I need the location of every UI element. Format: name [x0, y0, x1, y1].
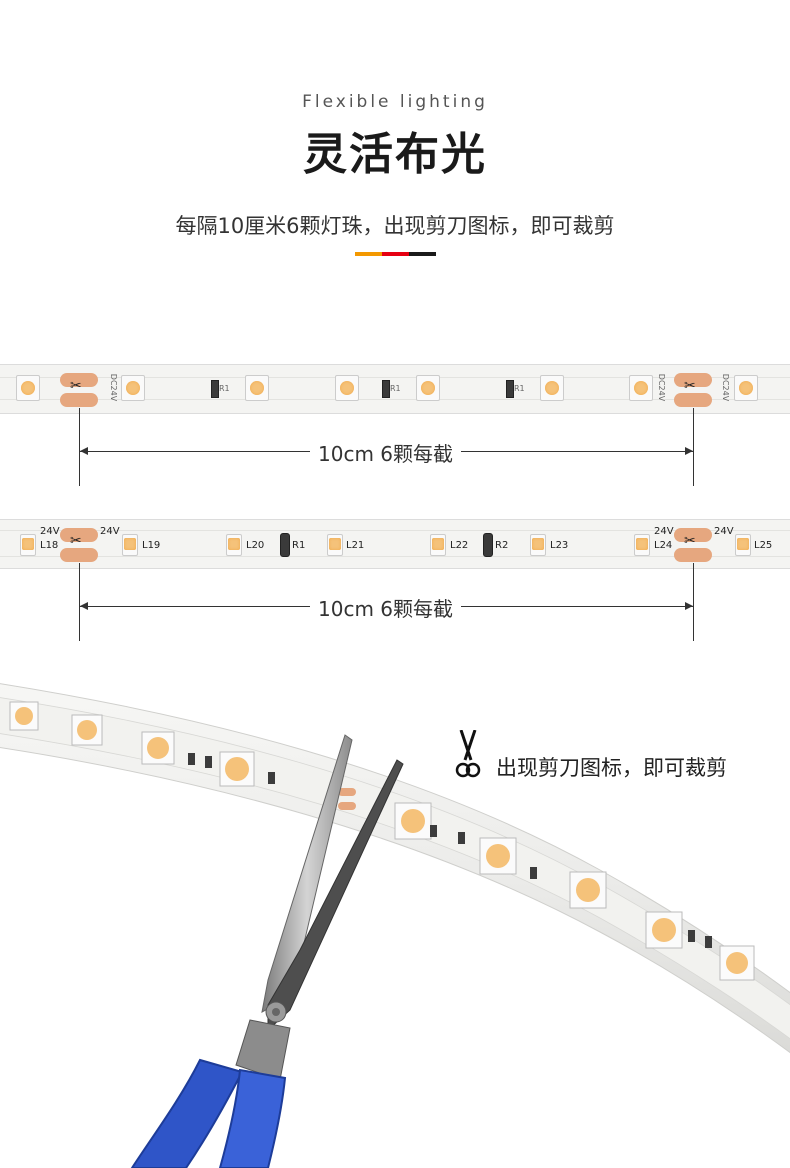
dimension-tick — [79, 563, 80, 641]
led-chip — [122, 534, 138, 556]
dimension-tick — [693, 408, 694, 486]
arrow-left-icon — [80, 447, 88, 455]
scissors-icon: ✂ — [684, 533, 696, 549]
led-chip — [734, 375, 758, 401]
scissors-icon: ✂ — [70, 378, 82, 394]
led-chip — [20, 534, 36, 556]
voltage-label: DC24V — [657, 373, 667, 402]
resistor — [211, 380, 219, 398]
led-chip — [430, 534, 446, 556]
led-label: L18 — [40, 540, 59, 551]
arrow-left-icon — [80, 602, 88, 610]
dimension-label: 10cm 6颗每截 — [310, 438, 462, 467]
voltage-label: 24V — [714, 526, 734, 537]
cut-pad — [60, 528, 98, 542]
accent-bar-black — [409, 252, 436, 256]
led-chip — [540, 375, 564, 401]
led-chip — [634, 534, 650, 556]
voltage-label: 24V — [654, 526, 674, 537]
led-chip — [16, 375, 40, 401]
led-label: L19 — [142, 540, 161, 551]
led-chip — [245, 375, 269, 401]
led-label: L25 — [754, 540, 773, 551]
led-strip-2: 24V L18 ✂ 24V L19 L20 R1 L21 L22 R2 L23 … — [0, 519, 790, 569]
led-chip — [735, 534, 751, 556]
led-chip — [121, 375, 145, 401]
accent-bar-red — [382, 252, 409, 256]
voltage-label: 24V — [40, 526, 60, 537]
cut-pad — [60, 548, 98, 562]
led-chip — [416, 375, 440, 401]
resistor — [280, 533, 290, 557]
led-label: L21 — [346, 540, 365, 551]
resistor-label: R1 — [219, 384, 230, 393]
led-chip — [530, 534, 546, 556]
led-strip-1: ✂ DC24V R1 R1 R1 DC24V ✂ DC24V — [0, 364, 790, 414]
page-title: 灵活布光 — [303, 129, 487, 180]
dimension-tick — [693, 563, 694, 641]
scissor-handle — [218, 1068, 287, 1168]
led-chip — [226, 534, 242, 556]
scissors-icon — [455, 730, 481, 778]
voltage-label: DC24V — [721, 373, 731, 402]
strip-cutting-photo — [0, 683, 790, 1168]
resistor-label: R1 — [292, 540, 306, 551]
accent-bar-orange — [355, 252, 382, 256]
resistors — [188, 753, 712, 948]
cut-pad — [674, 528, 712, 542]
cut-pad — [674, 373, 712, 387]
resistor — [382, 380, 390, 398]
led-label: L23 — [550, 540, 569, 551]
resistor-label: R1 — [390, 384, 401, 393]
cut-pad — [674, 548, 712, 562]
led-chip — [327, 534, 343, 556]
subtitle: 每隔10厘米6颗灯珠，出现剪刀图标，即可裁剪 — [175, 214, 615, 238]
english-title: Flexible lighting — [302, 92, 488, 112]
dimension-label: 10cm 6颗每截 — [310, 593, 462, 622]
cut-pad — [338, 788, 356, 796]
arrow-right-icon — [685, 447, 693, 455]
cut-label: 出现剪刀图标，即可裁剪 — [496, 756, 727, 780]
resistor — [506, 380, 514, 398]
scissor-handle — [130, 1058, 244, 1168]
arrow-right-icon — [685, 602, 693, 610]
led-label: L22 — [450, 540, 469, 551]
resistor-label: R1 — [514, 384, 525, 393]
cut-pad — [338, 802, 356, 810]
led-chip — [629, 375, 653, 401]
scissors-icon: ✂ — [684, 378, 696, 394]
led-chips — [9, 701, 755, 981]
cut-pad — [674, 393, 712, 407]
scissors-icon: ✂ — [70, 533, 82, 549]
voltage-label: DC24V — [109, 373, 119, 402]
cut-pad — [60, 373, 98, 387]
cut-pad — [60, 393, 98, 407]
resistor-label: R2 — [495, 540, 509, 551]
led-label: L20 — [246, 540, 265, 551]
voltage-label: 24V — [100, 526, 120, 537]
dimension-tick — [79, 408, 80, 486]
pcb-strip — [0, 697, 790, 1040]
led-label: L24 — [654, 540, 673, 551]
resistor — [483, 533, 493, 557]
led-chip — [335, 375, 359, 401]
